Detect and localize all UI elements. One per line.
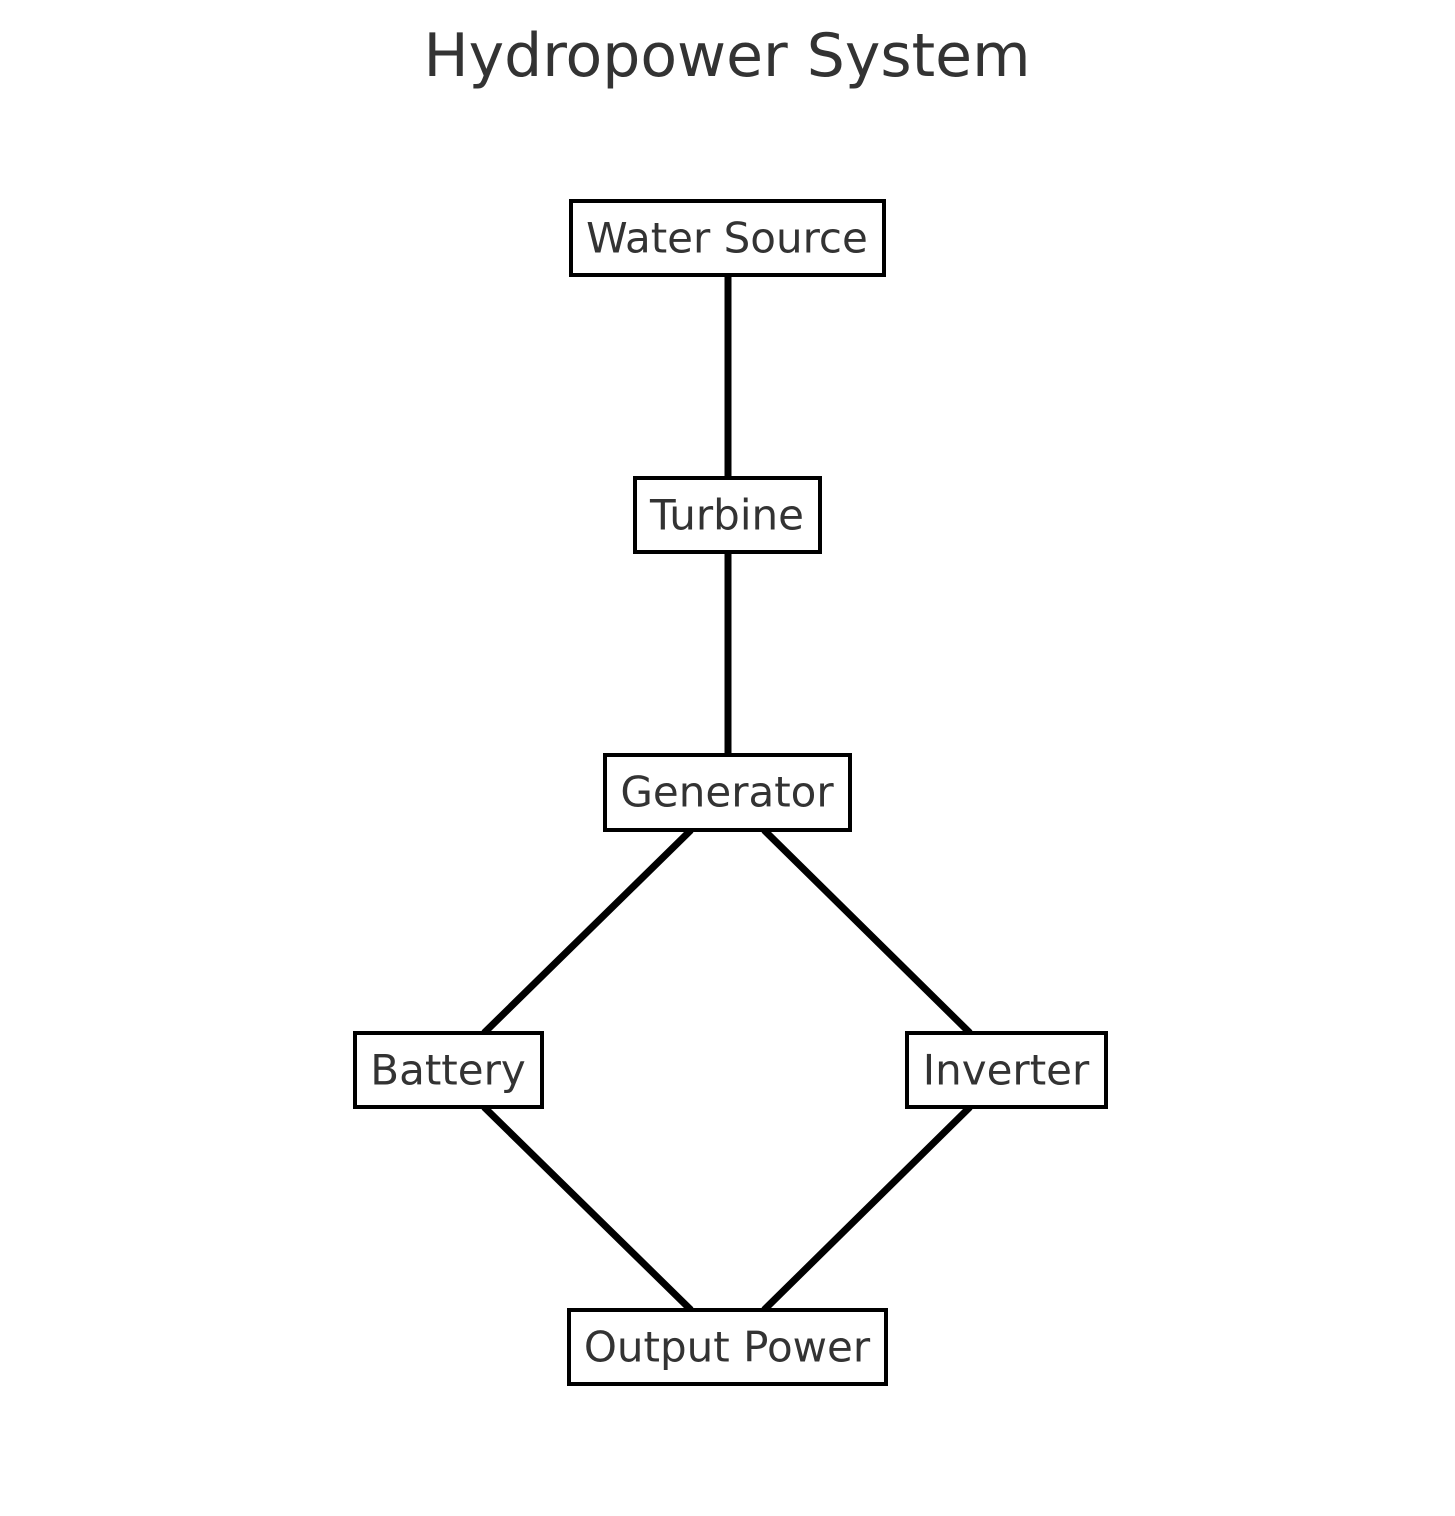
node-output-power-box bbox=[567, 1308, 888, 1386]
node-generator-box bbox=[603, 753, 852, 832]
node-output-power: Output Power bbox=[567, 1308, 888, 1386]
edge-generator-to-battery bbox=[481, 827, 694, 1036]
node-generator-label: Generator bbox=[620, 768, 834, 817]
node-water-source: Water Source bbox=[569, 199, 886, 277]
node-inverter: Inverter bbox=[905, 1031, 1108, 1109]
node-output-power-label: Output Power bbox=[584, 1323, 871, 1372]
node-battery: Battery bbox=[353, 1031, 544, 1109]
edge-battery-to-output-power bbox=[481, 1104, 694, 1313]
edge-generator-to-inverter bbox=[761, 827, 973, 1036]
node-generator: Generator bbox=[603, 753, 852, 832]
node-inverter-box bbox=[905, 1031, 1108, 1109]
node-water-source-box bbox=[569, 199, 886, 277]
node-layer: Water Source Turbine Generator Battery I… bbox=[353, 199, 1108, 1386]
node-inverter-label: Inverter bbox=[923, 1046, 1090, 1095]
node-turbine-box bbox=[633, 476, 822, 554]
edge-inverter-to-output-power bbox=[761, 1104, 973, 1313]
node-battery-box bbox=[353, 1031, 544, 1109]
node-water-source-label: Water Source bbox=[586, 214, 868, 263]
node-turbine-label: Turbine bbox=[649, 491, 804, 540]
node-battery-label: Battery bbox=[370, 1046, 525, 1095]
diagram-title: Hydropower System bbox=[423, 21, 1030, 91]
node-turbine: Turbine bbox=[633, 476, 822, 554]
edge-layer bbox=[481, 276, 973, 1313]
